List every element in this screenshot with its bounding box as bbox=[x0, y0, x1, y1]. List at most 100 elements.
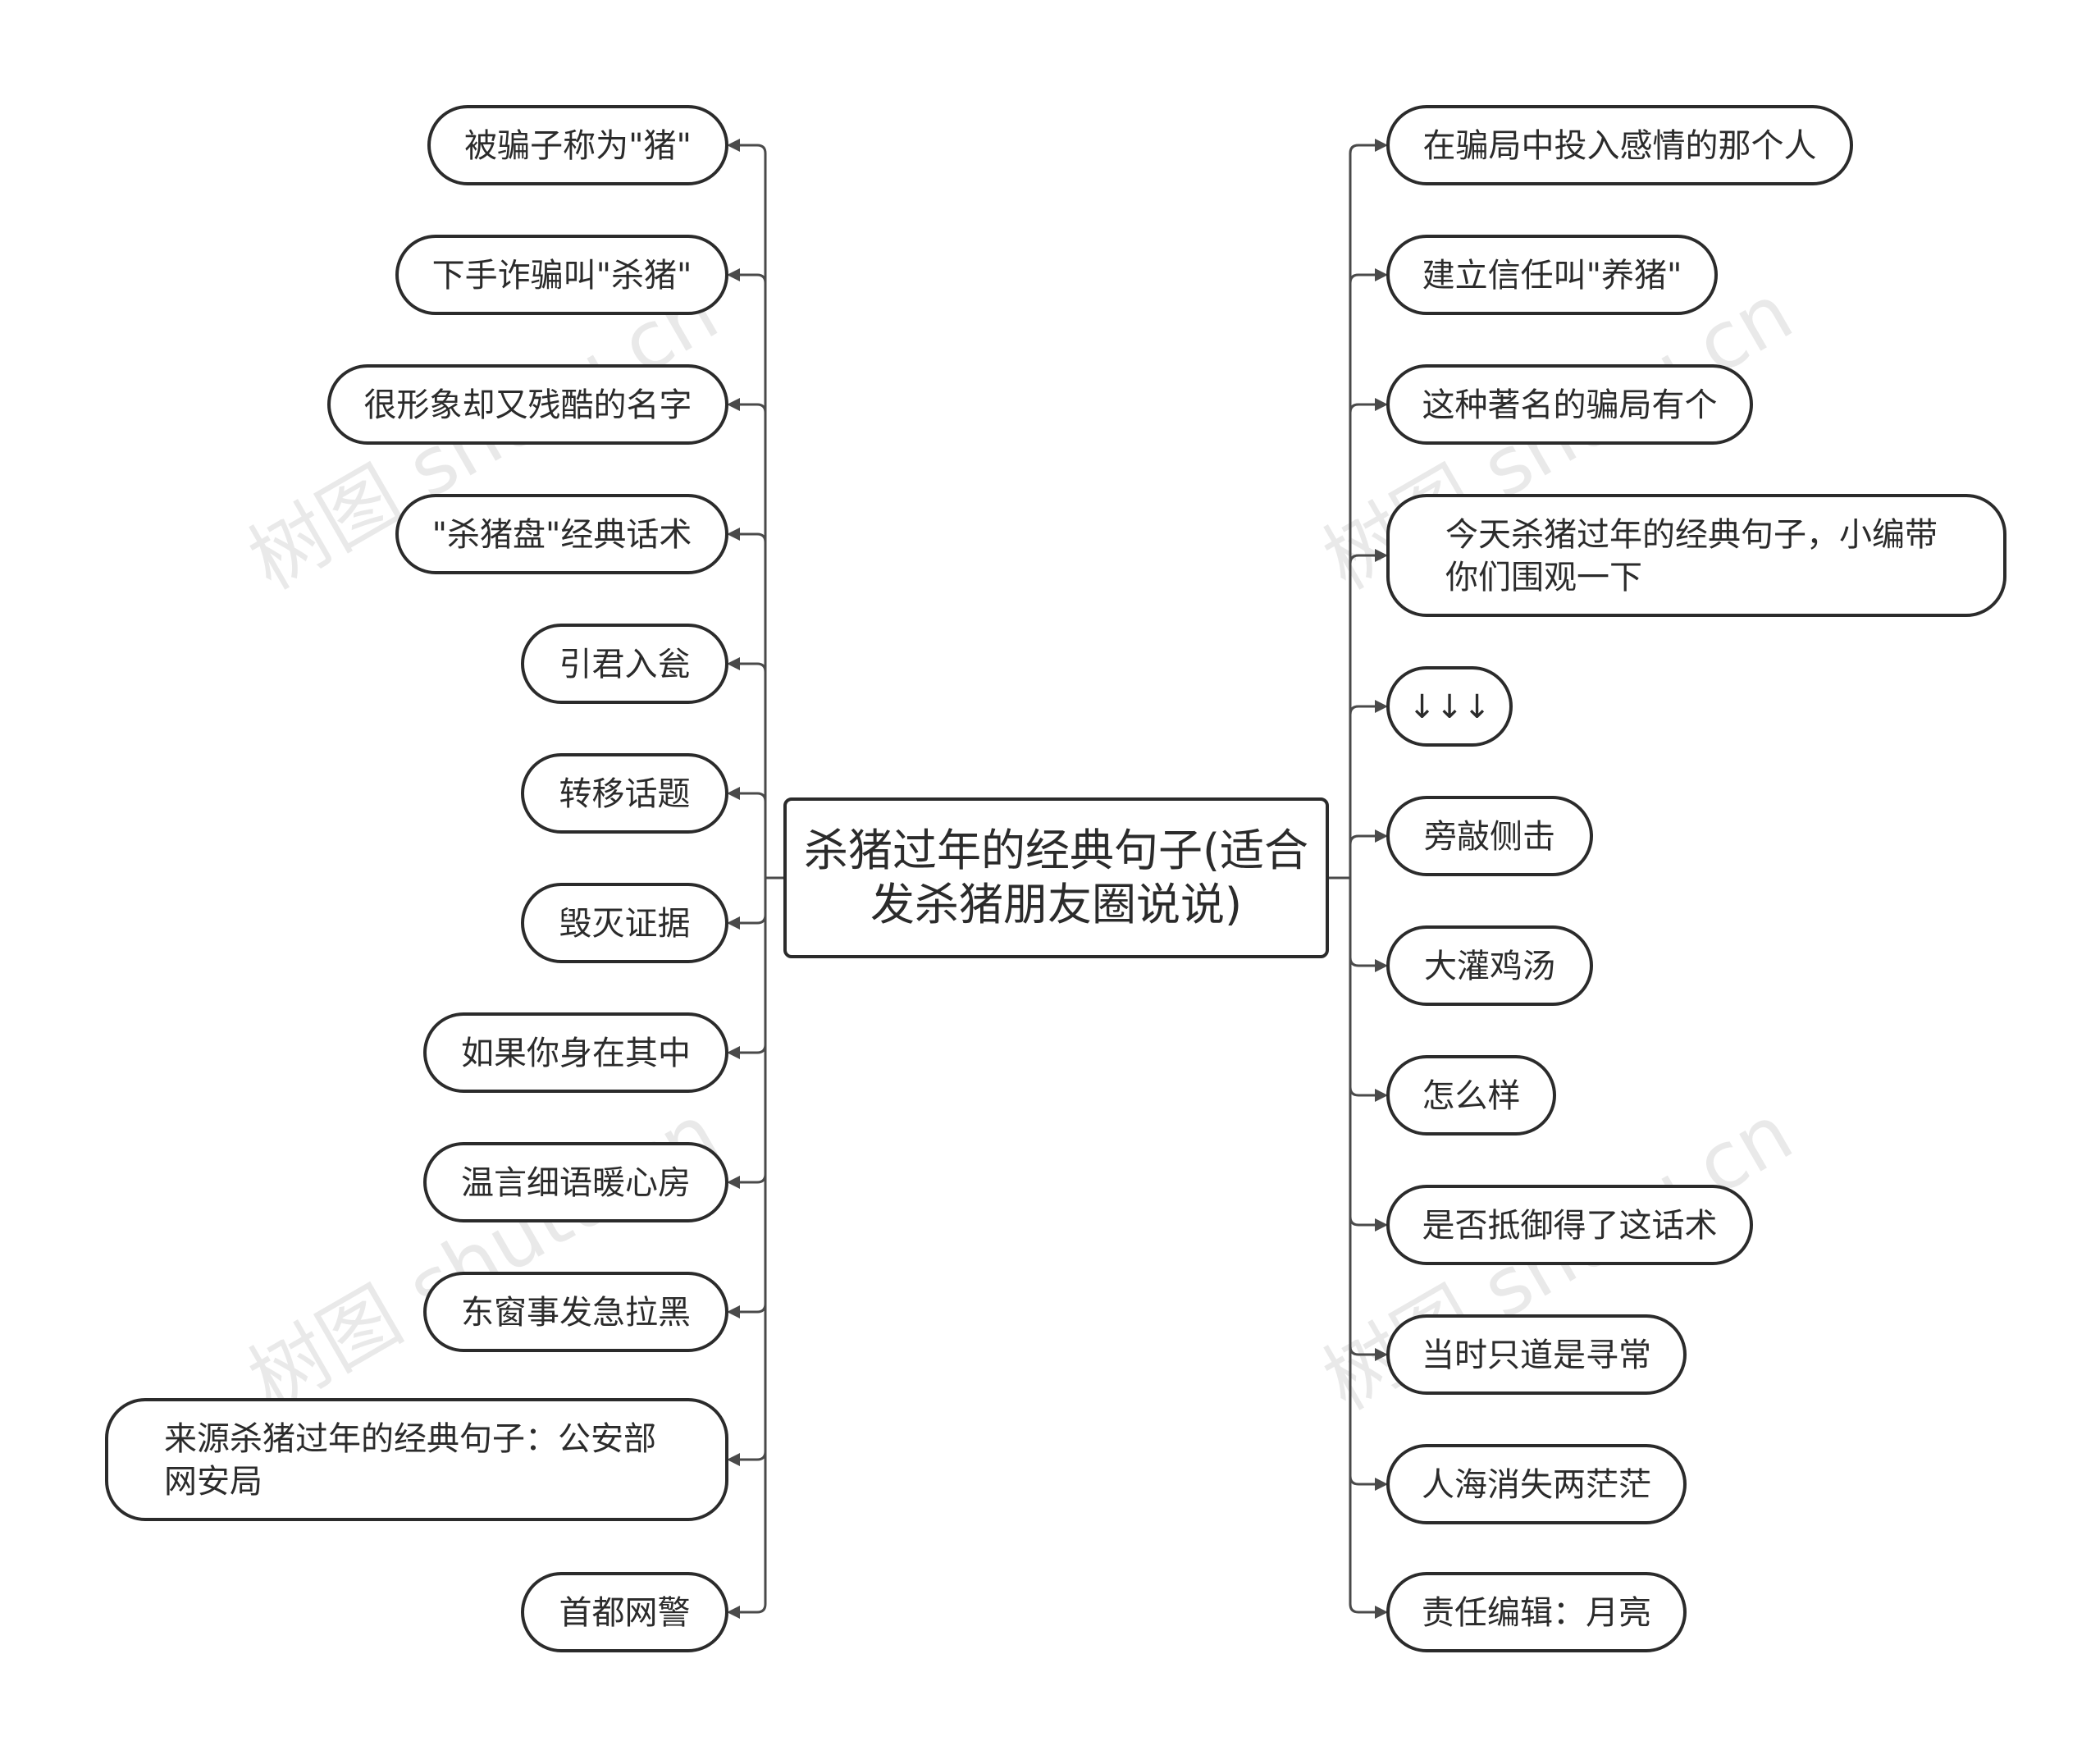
left-connector bbox=[738, 878, 767, 1614]
left-branch-label: 首都网警 bbox=[559, 1594, 691, 1632]
right-arrowhead bbox=[1375, 1218, 1388, 1231]
root-topic-box bbox=[783, 797, 1329, 958]
left-arrowhead bbox=[727, 1305, 740, 1318]
left-branch-label: "杀猪盘"经典话术 bbox=[432, 516, 692, 554]
left-connector bbox=[738, 792, 767, 878]
right-branch-node[interactable]: 当时只道是寻常 bbox=[1386, 1314, 1687, 1395]
left-branch-label: 转移话题 bbox=[559, 775, 691, 813]
left-connector bbox=[738, 144, 767, 878]
right-branch-label: 建立信任叫"养猪" bbox=[1422, 257, 1682, 295]
left-branch-label: 毁灭证据 bbox=[559, 905, 691, 943]
right-connector bbox=[1349, 878, 1376, 1097]
left-branch-label: 如果你身在其中 bbox=[461, 1035, 691, 1072]
right-branch-node[interactable]: ↓↓↓ bbox=[1386, 666, 1513, 747]
left-branch-node[interactable]: 转移话题 bbox=[521, 753, 728, 834]
left-connector bbox=[738, 878, 767, 1461]
left-arrowhead bbox=[727, 268, 740, 281]
right-arrowhead bbox=[1375, 1089, 1388, 1102]
right-branch-label: 今天杀猪过年的经典句子，小编带 bbox=[1445, 516, 1938, 554]
left-arrowhead bbox=[727, 916, 740, 930]
right-branch-box bbox=[1386, 105, 1853, 185]
right-branch-node[interactable]: 这种著名的骗局有个 bbox=[1386, 364, 1753, 445]
right-branch-node[interactable]: 是否抵御得了这话术 bbox=[1386, 1185, 1753, 1265]
left-branch-box bbox=[327, 364, 728, 445]
root-topic-label: 发杀猪朋友圈说说) bbox=[870, 879, 1242, 930]
right-branch-label: 怎么样 bbox=[1422, 1077, 1521, 1115]
right-connector bbox=[1349, 273, 1376, 878]
left-branch-node[interactable]: 温言细语暖心房 bbox=[423, 1142, 728, 1222]
left-branch-node[interactable]: 如果你身在其中 bbox=[423, 1012, 728, 1093]
right-branch-node[interactable]: 在骗局中投入感情的那个人 bbox=[1386, 105, 1853, 185]
right-branch-box bbox=[1386, 925, 1593, 1006]
right-branch-box bbox=[1386, 1185, 1753, 1265]
right-arrowhead bbox=[1375, 829, 1388, 843]
right-connector bbox=[1349, 403, 1376, 878]
right-branch-box bbox=[1386, 796, 1593, 876]
left-branch-node[interactable]: 东窗事发急拉黑 bbox=[423, 1272, 728, 1352]
left-branch-box bbox=[395, 235, 728, 315]
left-branch-label: 引君入瓮 bbox=[559, 646, 691, 683]
right-branch-label: 你们围观一下 bbox=[1445, 559, 1642, 596]
right-branch-label: 人海消失两茫茫 bbox=[1422, 1466, 1651, 1504]
left-branch-box bbox=[521, 1572, 728, 1652]
left-connector bbox=[738, 878, 767, 1314]
left-arrowhead bbox=[727, 528, 740, 541]
root-topic-label: 杀猪过年的经典句子(适合 bbox=[804, 825, 1308, 876]
left-branch-label: 很形象却又残酷的名字 bbox=[364, 386, 692, 424]
left-connector bbox=[738, 532, 767, 878]
left-connector bbox=[738, 878, 767, 925]
right-branch-node[interactable]: 怎么样 bbox=[1386, 1055, 1556, 1136]
left-branch-node[interactable]: 下手诈骗叫"杀猪" bbox=[395, 235, 728, 315]
right-branch-label: 是否抵御得了这话术 bbox=[1422, 1207, 1718, 1245]
left-branch-node[interactable]: "杀猪盘"经典话术 bbox=[395, 494, 728, 574]
right-branch-box bbox=[1386, 494, 2006, 617]
right-branch-node[interactable]: 责任编辑：月亮 bbox=[1386, 1572, 1687, 1652]
right-branch-box bbox=[1386, 1444, 1687, 1524]
watermark-text: 树图 shutu.cn bbox=[235, 1087, 733, 1428]
left-branch-node[interactable]: 引君入瓮 bbox=[521, 624, 728, 704]
left-branch-box bbox=[521, 753, 728, 834]
right-branch-node[interactable]: 建立信任叫"养猪" bbox=[1386, 235, 1718, 315]
left-branch-group: 被骗子称为"猪" 下手诈骗叫"杀猪" 很形象却又残酷的名字 "杀猪盘"经典话术引君入瓮… bbox=[105, 105, 728, 1652]
left-arrowhead bbox=[727, 1176, 740, 1189]
right-branch-box bbox=[1386, 235, 1718, 315]
left-branch-node[interactable]: 很形象却又残酷的名字 bbox=[327, 364, 728, 445]
left-branch-label: 被骗子称为"猪" bbox=[464, 127, 692, 165]
left-branch-box bbox=[427, 105, 728, 185]
left-branch-label: 网安局 bbox=[164, 1463, 262, 1501]
left-branch-box bbox=[423, 1272, 728, 1352]
left-arrowhead bbox=[727, 1453, 740, 1466]
right-branch-label: 这种著名的骗局有个 bbox=[1422, 386, 1718, 424]
right-branch-box bbox=[1386, 666, 1513, 747]
left-arrowhead bbox=[727, 787, 740, 800]
right-connector bbox=[1349, 834, 1376, 878]
left-branch-node[interactable]: 被骗子称为"猪" bbox=[427, 105, 728, 185]
left-arrowhead bbox=[727, 1046, 740, 1059]
left-branch-node[interactable]: 毁灭证据 bbox=[521, 883, 728, 963]
right-arrowhead bbox=[1375, 700, 1388, 713]
left-branch-label: 温言细语暖心房 bbox=[461, 1164, 691, 1202]
left-branch-node[interactable]: 首都网警 bbox=[521, 1572, 728, 1652]
right-branch-box bbox=[1386, 1055, 1556, 1136]
left-connector bbox=[738, 273, 767, 878]
left-branch-label: 下手诈骗叫"杀猪" bbox=[432, 257, 692, 295]
right-branch-label: 旁敲侧击 bbox=[1424, 818, 1555, 856]
right-branch-label: 在骗局中投入感情的那个人 bbox=[1423, 127, 1817, 165]
right-branch-node[interactable]: 旁敲侧击 bbox=[1386, 796, 1593, 876]
left-branch-box bbox=[395, 494, 728, 574]
right-branch-node[interactable]: 大灌鸡汤 bbox=[1386, 925, 1593, 1006]
left-branch-label: 来源杀猪过年的经典句子：公安部 bbox=[164, 1420, 656, 1458]
right-connector bbox=[1349, 144, 1376, 878]
left-arrowhead bbox=[727, 1606, 740, 1619]
right-branch-node[interactable]: 人海消失两茫茫 bbox=[1386, 1444, 1687, 1524]
left-connector bbox=[738, 403, 767, 878]
left-arrowhead bbox=[727, 657, 740, 670]
left-arrowhead bbox=[727, 139, 740, 152]
right-branch-box bbox=[1386, 1572, 1687, 1652]
right-arrowhead bbox=[1375, 139, 1388, 152]
